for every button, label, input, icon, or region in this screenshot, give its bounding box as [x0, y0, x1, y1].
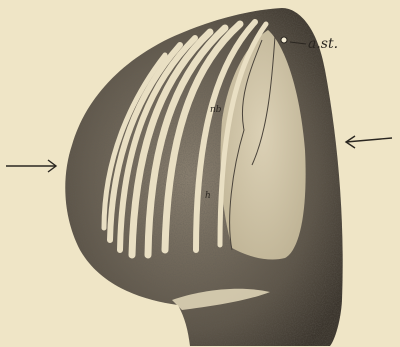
label-h: h [205, 191, 211, 201]
label-nb: nb [210, 105, 222, 115]
apex-marker [281, 37, 287, 43]
label-a-st: a.st. [308, 36, 338, 52]
arrow-right-icon [6, 160, 56, 172]
arrow-left-icon [346, 136, 392, 148]
